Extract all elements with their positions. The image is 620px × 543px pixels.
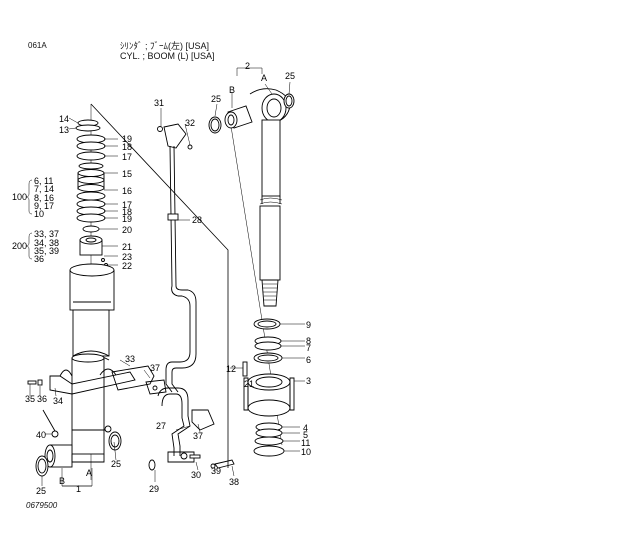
callout-37b: 37 xyxy=(193,431,204,441)
callout-10: 10 xyxy=(301,447,312,457)
fitting-40 xyxy=(42,409,56,432)
callout-31: 31 xyxy=(154,98,165,108)
callout-5: 5 xyxy=(303,430,309,440)
callout-9: 9 xyxy=(306,320,312,330)
clamp-left xyxy=(27,368,136,395)
leader-lines xyxy=(29,67,305,487)
callout-15: 15 xyxy=(122,169,133,179)
callout-13: 13 xyxy=(59,125,70,135)
callout-17a: 17 xyxy=(122,152,133,162)
piston xyxy=(242,361,295,417)
callout-25a: 25 xyxy=(285,71,296,81)
callout-29: 29 xyxy=(149,484,160,494)
callout-17b: 17 xyxy=(122,200,133,210)
callout-19a: 19 xyxy=(122,134,133,144)
callout-23: 23 xyxy=(122,252,133,262)
callout-A-top: A xyxy=(261,73,268,83)
callout-39: 39 xyxy=(211,466,222,476)
cylinder-tube-left xyxy=(44,263,115,468)
callout-38: 38 xyxy=(229,477,240,487)
callout-25c: 25 xyxy=(111,459,122,469)
callout-36: 36 xyxy=(37,394,48,404)
group-100-item: 7, 14 xyxy=(34,184,55,194)
group-200-item: 34, 38 xyxy=(34,238,60,248)
group-200-item: 33, 37 xyxy=(34,229,60,239)
group-brace-200 xyxy=(25,232,33,260)
callout-27: 27 xyxy=(156,421,167,431)
callout-1: 1 xyxy=(76,484,82,494)
callout-22: 22 xyxy=(122,261,133,271)
callout-11: 11 xyxy=(301,438,311,448)
callout-21a: 21 xyxy=(122,242,133,252)
group-brace-100 xyxy=(25,179,33,215)
callout-30: 30 xyxy=(191,470,202,480)
seal-stack xyxy=(75,119,108,267)
callout-18b: 18 xyxy=(122,207,133,217)
callout-B-bottom: B xyxy=(59,476,66,486)
callout-12: 12 xyxy=(226,364,237,374)
group-100-item: 6, 11 xyxy=(34,176,54,186)
pin-38-39 xyxy=(210,459,235,469)
callout-32: 32 xyxy=(185,118,196,128)
callout-6: 6 xyxy=(306,355,312,365)
hydraulic-pipe xyxy=(157,123,197,393)
callout-33: 33 xyxy=(125,354,136,364)
callout-18: 18 xyxy=(122,142,133,152)
callout-21b: 21 xyxy=(244,379,255,389)
group-200-label: 200 xyxy=(12,241,28,251)
title-en: CYL. ; BOOM (L) [USA] xyxy=(120,51,215,61)
piston-seals xyxy=(253,318,283,364)
pipe-clamp xyxy=(111,365,167,395)
group-100-item: 10 xyxy=(34,209,45,219)
assembly-line xyxy=(90,103,229,468)
drawing-number: 0679500 xyxy=(26,501,58,510)
page-code: 061A xyxy=(28,41,47,50)
group-100-item: 8, 16 xyxy=(34,193,55,203)
callout-34: 34 xyxy=(53,396,64,406)
group-100-label: 100 xyxy=(12,192,28,202)
callout-40: 40 xyxy=(36,430,47,440)
callout-25b: 25 xyxy=(211,94,222,104)
callout-25d: 25 xyxy=(36,486,47,496)
group-200-item: 36 xyxy=(34,254,45,264)
callout-4: 4 xyxy=(303,423,309,433)
callout-28: 28 xyxy=(192,215,203,225)
group-100-item: 9, 17 xyxy=(34,201,55,211)
callout-14: 14 xyxy=(59,114,70,124)
title-jp: ｼﾘﾝﾀﾞ ; ﾌﾞｰﾑ(左) [USA] xyxy=(120,41,210,51)
callout-8: 8 xyxy=(306,336,312,346)
callout-7: 7 xyxy=(306,343,312,353)
callout-19b: 19 xyxy=(122,214,133,224)
bushing xyxy=(208,93,295,134)
wear-rings xyxy=(253,422,285,457)
piston-rod xyxy=(249,88,291,307)
callout-A-bottom: A xyxy=(86,468,93,478)
callout-35: 35 xyxy=(25,394,36,404)
callout-2: 2 xyxy=(245,61,251,71)
callout-B-top: B xyxy=(229,85,236,95)
callout-37a: 37 xyxy=(150,363,161,373)
callout-16: 16 xyxy=(122,186,133,196)
callout-3: 3 xyxy=(306,376,312,386)
callout-20: 20 xyxy=(122,225,133,235)
group-200-item: 35, 39 xyxy=(34,246,60,256)
hydraulic-pipe-2 xyxy=(148,387,215,471)
